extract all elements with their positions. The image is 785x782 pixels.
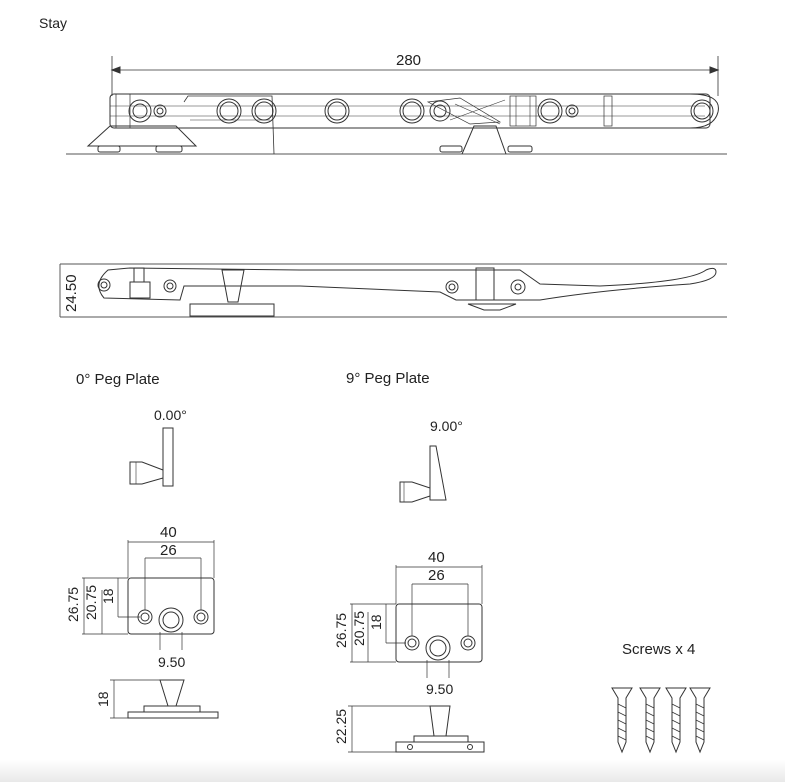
peg9-height-label: 26.75 xyxy=(333,612,349,648)
peg-plate-0-side xyxy=(129,427,174,487)
peg9-angle-label: 9.00° xyxy=(430,418,463,434)
bottom-edge-shadow xyxy=(0,760,785,782)
peg-plate-9-front xyxy=(350,565,483,678)
peg9-spacing-label: 26 xyxy=(428,567,445,584)
peg0-spacing-label: 26 xyxy=(160,542,177,559)
screw-4 xyxy=(689,687,711,754)
stay-length-label: 280 xyxy=(396,52,422,69)
peg9-hole-offset-label: 18 xyxy=(368,614,384,630)
screw-1 xyxy=(611,687,633,754)
peg-plate-9-title: 9° Peg Plate xyxy=(346,370,430,387)
peg0-mid-label: 20.75 xyxy=(83,584,99,620)
stay-top-view xyxy=(66,56,727,155)
peg0-height-label: 26.75 xyxy=(65,586,81,622)
peg0-angle-label: 0.00° xyxy=(154,407,187,423)
stay-title: Stay xyxy=(39,15,68,31)
stay-side-view xyxy=(59,263,727,318)
screw-3 xyxy=(665,687,687,754)
peg9-mid-label: 20.75 xyxy=(351,610,367,646)
stay-height-label: 24.50 xyxy=(63,274,80,312)
peg9-width-label: 40 xyxy=(428,549,445,566)
peg9-peg-height-label: 22.25 xyxy=(333,708,349,744)
peg9-peg-diameter-label: 9.50 xyxy=(426,681,454,697)
stay-length-dimension xyxy=(110,56,720,96)
peg-plate-0-front xyxy=(82,540,215,650)
peg0-peg-diameter-label: 9.50 xyxy=(158,654,186,670)
peg-plate-0-profile xyxy=(110,679,219,719)
peg0-peg-height-label: 18 xyxy=(95,691,111,707)
peg-plate-9-side xyxy=(399,445,447,503)
peg-plate-0-title: 0° Peg Plate xyxy=(76,371,160,388)
screws-title: Screws x 4 xyxy=(622,641,696,658)
peg0-width-label: 40 xyxy=(160,524,177,541)
peg0-hole-offset-label: 18 xyxy=(100,588,116,604)
peg-plate-9-profile xyxy=(348,705,485,753)
screws-illustration xyxy=(611,687,711,754)
screw-2 xyxy=(639,687,661,754)
